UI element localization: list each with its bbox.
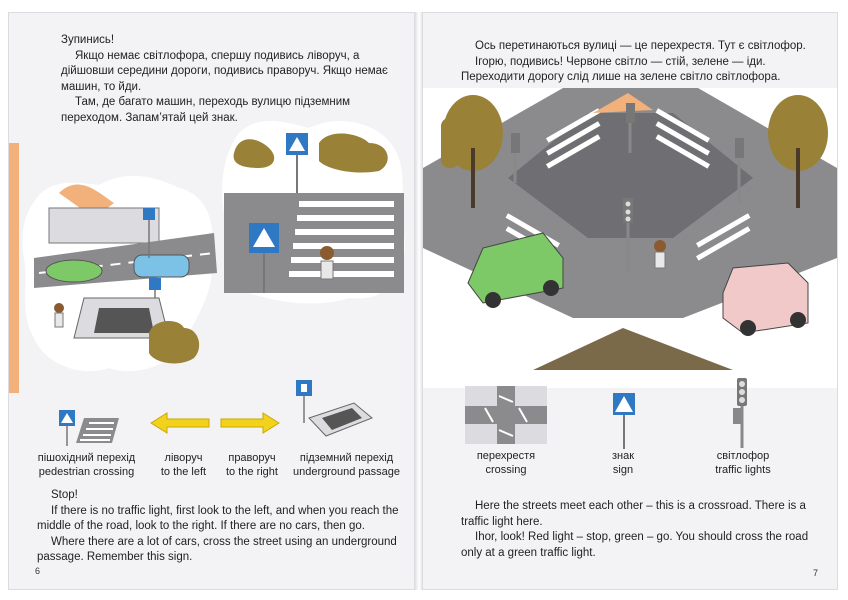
- bush: [149, 321, 200, 364]
- legend-uk: ліворуч: [164, 452, 203, 464]
- zebra-stripes: [289, 201, 394, 277]
- tree-left: [443, 95, 503, 171]
- legend-en: crossing: [485, 464, 527, 476]
- sign-lower: [149, 278, 161, 290]
- underground-passage-icon: [296, 380, 373, 437]
- dirt-triangle: [533, 328, 733, 370]
- right-ukrainian-text: Ось перетинаються вулиці — це перехрестя…: [461, 39, 811, 86]
- book-spine: [414, 12, 424, 590]
- crossroad-scene: [423, 88, 837, 388]
- bush-left: [233, 139, 275, 168]
- legend-en: pedestrian crossing: [38, 466, 135, 478]
- boy-head: [654, 240, 666, 252]
- left-english-text: Stop! If there is no traffic light, firs…: [37, 488, 409, 566]
- left-uk-paragraph-2: Якщо немає світлофора, спершу подивись л…: [61, 49, 388, 93]
- pink-car: [722, 262, 809, 336]
- traffic-light-right: [735, 138, 744, 203]
- zebra-north: [546, 108, 710, 169]
- left-page: Зупинись! Якщо немає світлофора, спершу …: [8, 12, 418, 590]
- traffic-light-back: [626, 103, 635, 153]
- page-number-left: 6: [35, 566, 41, 576]
- legend-traffic-lights: світлофор traffic lights: [698, 449, 788, 477]
- traffic-light-center: [623, 198, 633, 273]
- underground-passage-scene: [22, 175, 217, 372]
- stairs-opening: [94, 308, 154, 333]
- left-uk-paragraph-3: Там, де багато машин, переходь вулицю пі…: [61, 96, 351, 124]
- green-car: [467, 232, 564, 308]
- right-uk-paragraph-2: Ігорю, подивись! Червоне світло — стій, …: [461, 55, 781, 84]
- orange-roof: [593, 93, 653, 113]
- legend-en: to the right: [226, 466, 278, 478]
- pedestrian-sign-front-triangle: [253, 228, 275, 247]
- green-car: [45, 259, 103, 283]
- pedestrian-crossing-icon: [59, 410, 119, 446]
- boy-head: [320, 246, 334, 260]
- legend-en: sign: [612, 464, 634, 476]
- right-en-paragraph-2: Ihor, look! Red light – stop, green – go…: [461, 531, 809, 559]
- left-ukrainian-text: Зупинись! Якщо немає світлофора, спершу …: [61, 33, 406, 126]
- legend-crossing: перехрестя crossing: [461, 449, 551, 477]
- legend-to-the-left: ліворуч to the left: [151, 451, 216, 479]
- legend-uk: світлофор: [716, 450, 770, 462]
- right-uk-paragraph-1: Ось перетинаються вулиці — це перехрестя…: [475, 40, 806, 52]
- legend-sign: знак sign: [593, 449, 653, 477]
- right-page: Ось перетинаються вулиці — це перехрестя…: [422, 12, 838, 590]
- boy-body: [654, 251, 666, 269]
- pedestrian-sign-triangle: [289, 137, 305, 151]
- boy-body: [320, 260, 334, 280]
- right-en-paragraph-1: Here the streets meet each other – this …: [461, 500, 806, 528]
- sign-upper: [143, 208, 155, 220]
- underpass-wall: [48, 207, 160, 244]
- left-en-paragraph-2: If there is no traffic light, first look…: [37, 504, 399, 533]
- legend-pedestrian-crossing: пішохідний перехід pedestrian crossing: [29, 451, 144, 479]
- left-en-paragraph-3: Where there are a lot of cars, cross the…: [37, 535, 397, 564]
- legend-underground-passage: підземний перехід underground passage: [289, 451, 404, 479]
- bush-right: [319, 133, 388, 173]
- traffic-light-left: [511, 133, 520, 183]
- left-en-paragraph-1: Stop!: [51, 489, 78, 501]
- left-uk-paragraph-1: Зупинись!: [61, 34, 115, 46]
- legend-en: underground passage: [292, 466, 401, 478]
- pedestrian-head: [54, 303, 64, 313]
- arrow-left-icon: [150, 412, 210, 434]
- page-edge-stripe: [9, 143, 19, 393]
- legend-uk: підземний перехід: [299, 452, 394, 464]
- pedestrian-body: [54, 312, 64, 328]
- legend-uk: знак: [611, 450, 635, 462]
- tree-right: [768, 95, 828, 171]
- legend-to-the-right: праворуч to the right: [217, 451, 287, 479]
- pedestrian-sign-icon: [613, 393, 635, 449]
- page-number-right: 7: [813, 568, 819, 578]
- arrow-right-icon: [220, 412, 280, 434]
- traffic-light-icon: [733, 378, 747, 448]
- crosswalk-scene: [222, 120, 405, 304]
- legend-uk: праворуч: [228, 452, 276, 464]
- legend-en: traffic lights: [715, 464, 771, 476]
- crossroad-icon: [465, 386, 547, 444]
- right-english-text: Here the streets meet each other – this …: [461, 499, 821, 561]
- blue-car: [133, 254, 190, 278]
- legend-en: to the left: [160, 466, 207, 478]
- legend-uk: пішохідний перехід: [37, 452, 136, 464]
- legend-uk: перехрестя: [476, 450, 536, 462]
